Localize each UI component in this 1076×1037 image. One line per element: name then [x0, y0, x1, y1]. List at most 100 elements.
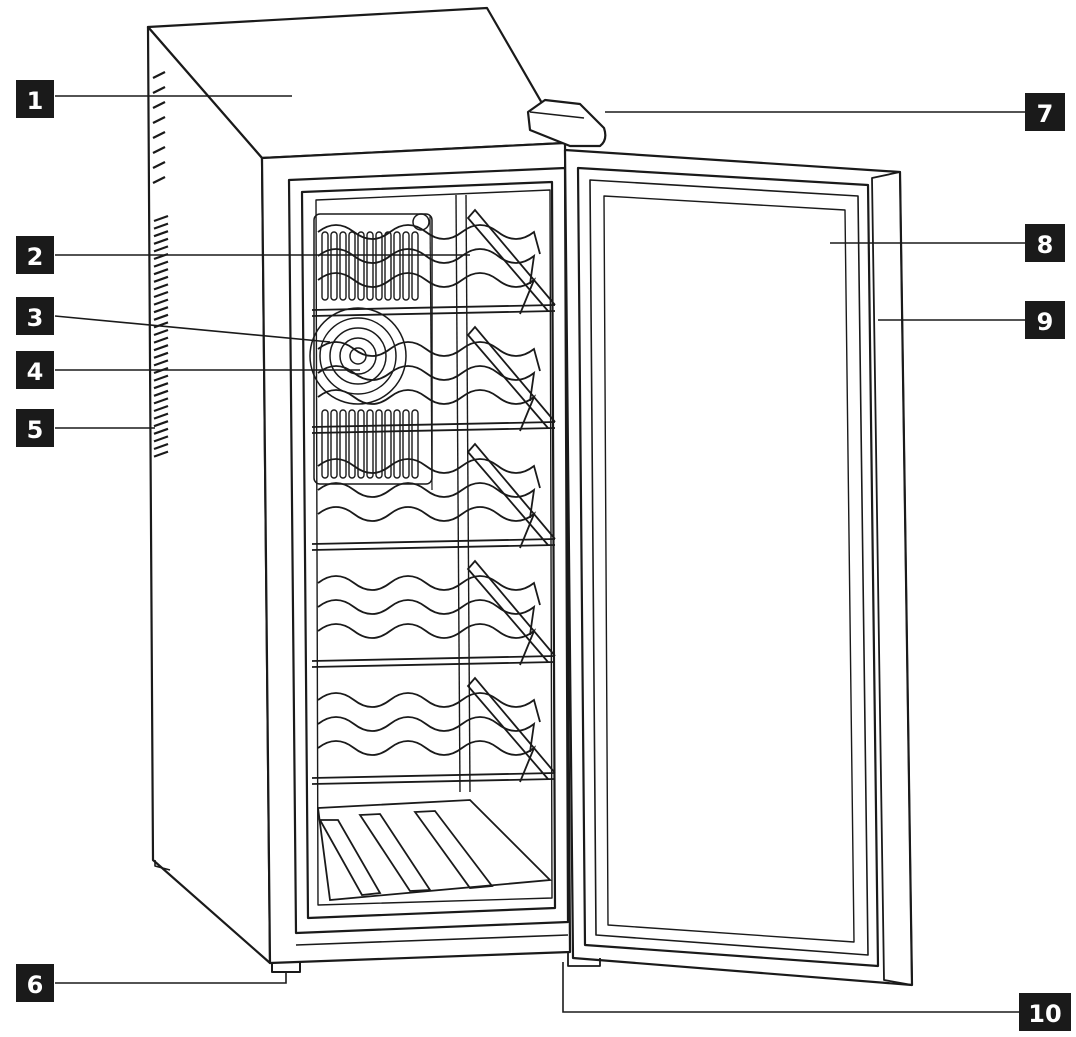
vent-slot — [153, 351, 169, 359]
shelf-wave-wire — [317, 506, 537, 549]
callout-label-4: 4 — [27, 358, 44, 386]
vent-slot — [152, 146, 166, 154]
vent-slot — [153, 298, 169, 306]
vent-slot — [152, 131, 166, 139]
callout-badge-7: 7 — [1025, 93, 1065, 131]
vent-slot — [153, 412, 169, 420]
shelf-side-rail — [466, 559, 556, 663]
vent-slot — [153, 321, 169, 329]
vent-slot — [153, 275, 169, 283]
shelf-front-bar — [311, 778, 556, 785]
callout-badge-3: 3 — [16, 297, 54, 335]
shelf-wave-wire — [317, 599, 536, 636]
coil-tube — [411, 409, 419, 479]
shelf-wave-wire — [317, 224, 541, 255]
coil-tube — [321, 231, 329, 301]
top-hinge-body — [526, 98, 607, 148]
callout-label-8: 8 — [1037, 231, 1054, 259]
coil-tube — [339, 231, 347, 301]
vent-slot — [153, 404, 169, 413]
coil-tube — [339, 409, 347, 479]
coil-tube — [402, 409, 410, 479]
side-vents — [152, 71, 169, 458]
shelf-front-bar — [311, 655, 556, 662]
cabinet-back-wall — [315, 189, 553, 906]
interior-divider — [465, 194, 471, 793]
wire-shelf — [311, 559, 556, 668]
vent-slot — [153, 237, 169, 245]
vent-slot — [153, 442, 169, 451]
evaporator-knob — [412, 213, 430, 231]
shelf-side-rail — [466, 442, 556, 546]
door-bottom-hinge — [567, 952, 601, 967]
vent-slot — [153, 222, 169, 230]
coil-tube — [366, 409, 374, 479]
vent-slot — [153, 427, 169, 435]
vent-slot — [153, 420, 169, 428]
coil-tube — [330, 231, 338, 301]
vent-slot — [153, 283, 169, 291]
top-hinge-edge — [529, 111, 585, 119]
cabinet-foot — [154, 860, 171, 871]
shelf-front-bar — [311, 544, 556, 551]
shelf-wave-wire — [317, 692, 541, 723]
coil-tube — [321, 409, 329, 479]
vent-slot — [152, 86, 166, 94]
callout-label-10: 10 — [1028, 1000, 1061, 1028]
callout-label-1: 1 — [27, 87, 44, 115]
fan-guard-ring — [329, 327, 387, 385]
vent-slot — [153, 435, 169, 443]
shelf-wave-wire — [317, 623, 537, 666]
vent-slot — [152, 71, 166, 79]
coil-tube — [375, 409, 383, 479]
shelf-front-bar — [311, 427, 556, 434]
shelf-front-bar — [311, 421, 556, 428]
top-hinge — [526, 98, 607, 148]
tray-slat — [358, 813, 432, 892]
door-glass-panel — [603, 195, 855, 943]
callout-badge-4: 4 — [16, 351, 54, 389]
shelf-wave-wire — [317, 248, 536, 285]
callout-badge-10: 10 — [1019, 993, 1071, 1031]
coil-tube — [402, 231, 410, 301]
callout-label-6: 6 — [27, 971, 44, 999]
tray-slat — [318, 819, 382, 896]
evaporator-coils — [321, 231, 419, 479]
callout-badge-6: 6 — [16, 964, 54, 1002]
coil-tube — [384, 409, 392, 479]
coil-tube — [384, 231, 392, 301]
cabinet-side-panel — [146, 25, 272, 965]
callout-label-9: 9 — [1037, 308, 1054, 336]
vent-slot — [153, 268, 169, 276]
coil-tube — [375, 231, 383, 301]
wire-shelf — [311, 325, 556, 434]
wire-shelf — [311, 442, 556, 551]
wire-shelf — [311, 676, 556, 785]
shelf-side-rail — [466, 208, 556, 312]
vent-slot — [153, 382, 169, 390]
leader-line-6 — [55, 972, 287, 984]
vent-slot — [153, 313, 169, 321]
fan-guard-ring — [319, 317, 397, 395]
leader-lines — [54, 95, 1025, 1013]
shelf-front-bar — [311, 661, 556, 668]
vent-slot — [153, 397, 169, 405]
coil-tube — [411, 231, 419, 301]
vent-slot — [153, 389, 169, 397]
coil-tube — [366, 231, 374, 301]
vent-slot — [152, 101, 166, 109]
shelf-front-bar — [311, 538, 556, 545]
shelf-side-rail — [466, 676, 556, 780]
wire-shelf — [311, 208, 556, 317]
callout-badges: 1 2 3 4 5 6 7 8 — [16, 80, 1071, 1031]
cabinet-opening-inner — [300, 180, 557, 920]
vent-slot — [152, 161, 166, 169]
leader-line-10 — [562, 962, 1025, 1013]
shelf-wave-wire — [317, 365, 536, 402]
shelf-wave-wire — [317, 341, 541, 372]
shelf-wave-wire — [317, 740, 537, 783]
coil-tube — [348, 409, 356, 479]
shelf-wave-wire — [317, 575, 541, 606]
coil-tube — [393, 231, 401, 301]
